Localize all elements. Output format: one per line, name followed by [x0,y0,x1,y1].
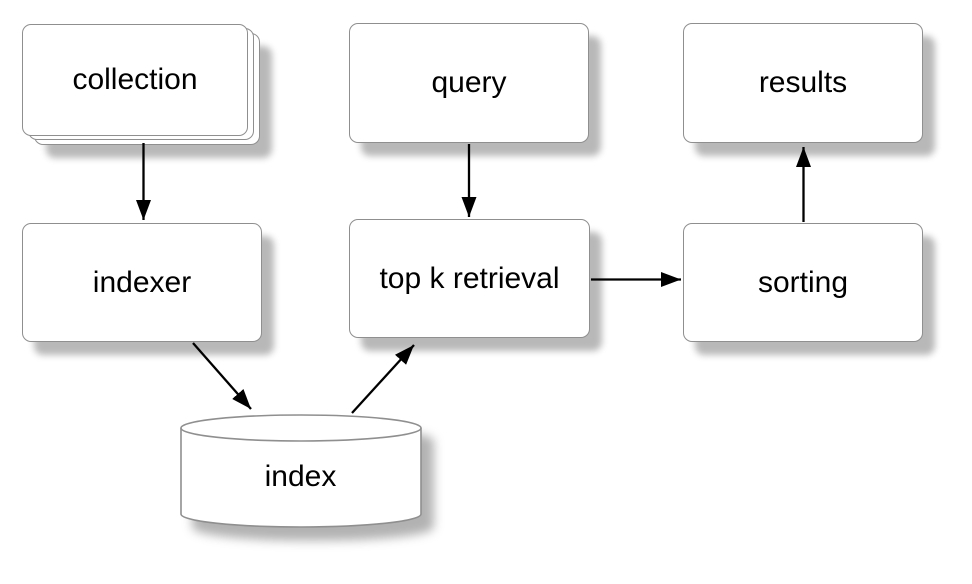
node-index-label: index [264,460,337,493]
node-collection: collection [22,24,248,136]
node-query: query [349,23,589,143]
node-top-k-retrieval: top k retrieval [349,219,590,338]
node-collection-label: collection [72,63,198,96]
arrow-indexer-to-index [192,342,252,410]
node-results: results [683,23,923,143]
arrow-index-to-topk [351,344,415,414]
node-indexer-label: indexer [92,265,192,299]
node-results-label: results [758,66,848,99]
node-query-label: query [431,66,507,99]
node-index: index [180,434,421,520]
node-sorting-label: sorting [757,265,849,299]
node-indexer: indexer [22,223,262,342]
node-sorting: sorting [683,223,923,342]
node-top-k-retrieval-label: top k retrieval [379,261,560,295]
